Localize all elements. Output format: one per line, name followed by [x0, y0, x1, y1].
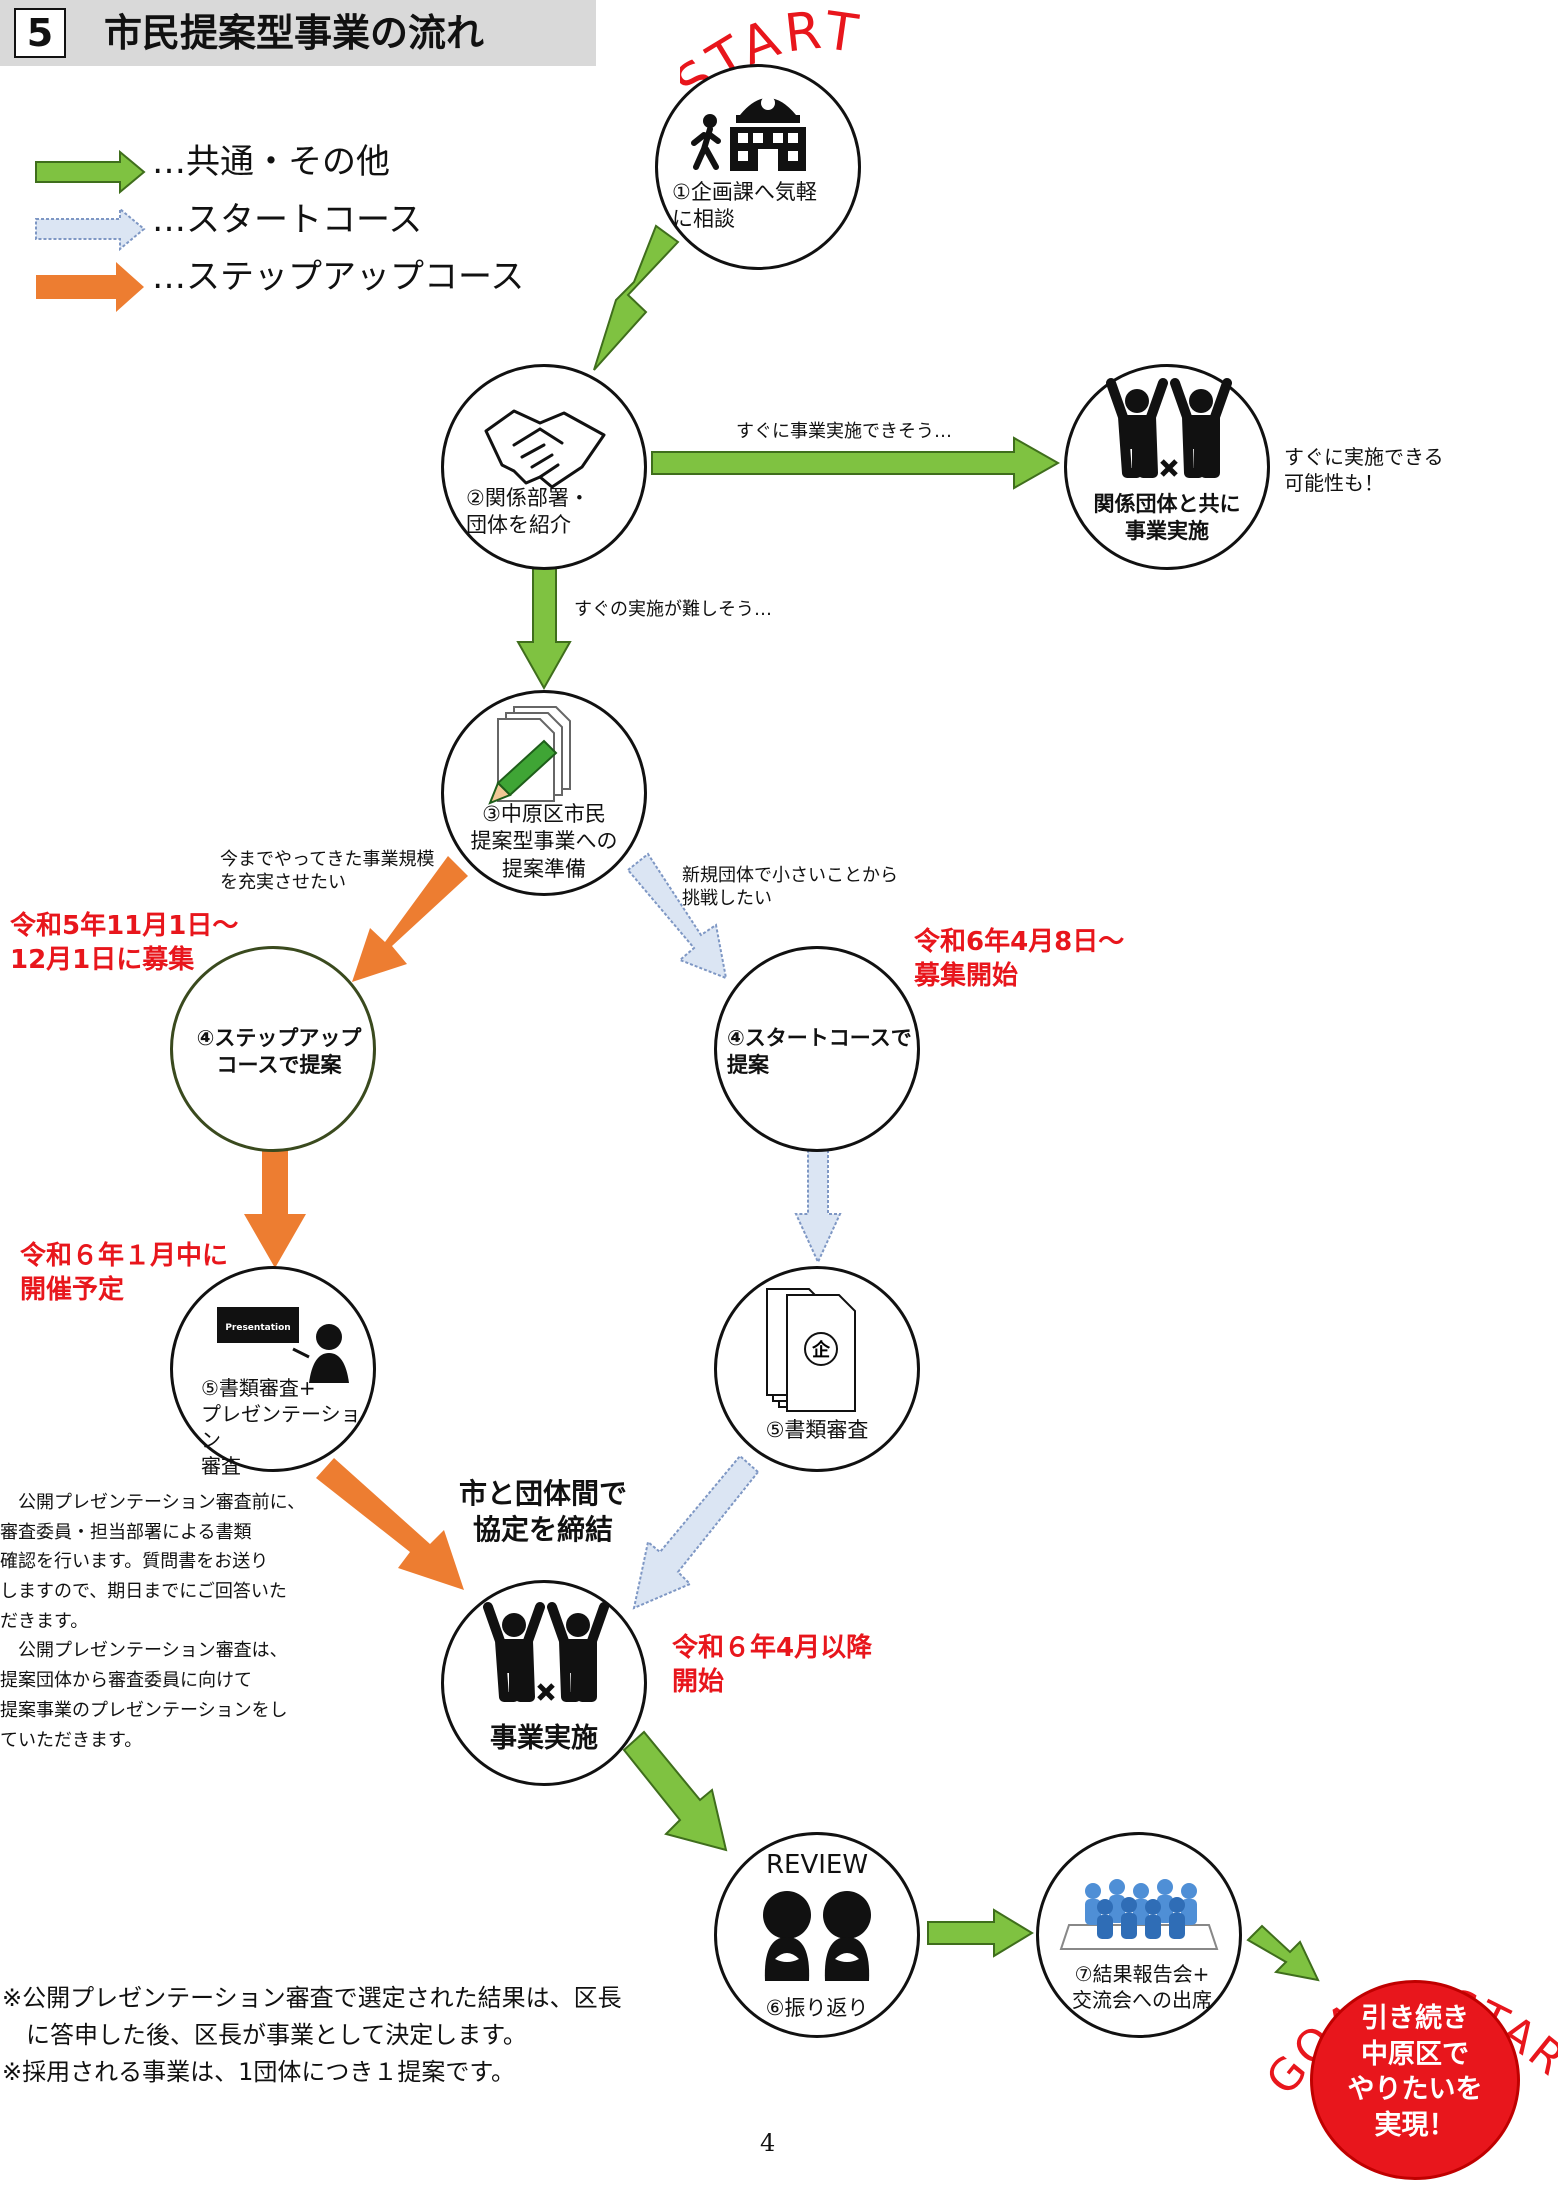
legend-arrows	[35, 149, 146, 312]
arrow-5b-to-impl	[632, 1454, 760, 1610]
document-pencil-icon	[488, 706, 571, 805]
legend-arrow-common	[35, 149, 146, 195]
arrow-2-to-3	[516, 565, 572, 691]
arrow-4b-to-5b	[794, 1149, 842, 1265]
arrow-1-to-2	[593, 224, 680, 371]
node-1-consult: ①企画課へ気軽 に相談	[655, 64, 861, 270]
edge-label-new: 新規団体で小さいことから 挑戦したい	[682, 865, 898, 910]
legend-arrow-stepup	[36, 262, 144, 312]
people-cheering-icon	[483, 1602, 609, 1702]
node-6-review: REVIEW ⑥振り返り	[714, 1832, 920, 2038]
edge-label-expand: 今までやってきた事業規模 を充実させたい	[220, 849, 435, 894]
footnote-1: ※公開プレゼンテーション審査で選定された結果は、区長	[2, 1984, 622, 2012]
arrow-3-to-4b	[626, 852, 728, 980]
node-4a-stepup: ④ステップアップ コースで提案	[170, 946, 376, 1152]
node-7-label: ⑦結果報告会+ 交流会への出席	[1072, 1962, 1212, 2012]
handshake-icon	[484, 409, 606, 489]
node-2b-joint-impl: 関係団体と共に 事業実施	[1064, 364, 1270, 570]
node-5b-review-docs: 企 ⑤書類審査	[714, 1266, 920, 1472]
node-4b-label: ④スタートコースで 提案	[727, 1026, 912, 1078]
node-5b-label: ⑤書類審査	[765, 1418, 869, 1442]
date-implementation: 令和６年4月以降 開始	[672, 1633, 873, 1697]
node-1-label: ①企画課へ気軽 に相談	[672, 180, 817, 232]
node-4b-start: ④スタートコースで 提案	[714, 946, 920, 1152]
soon-note: すぐに実施できる 可能性も！	[1284, 445, 1444, 495]
goal-text: 引き続き 中原区で やりたいを 実現！	[1347, 2003, 1483, 2141]
people-cheering-icon	[1106, 378, 1232, 478]
presentation-icon: Presentation	[217, 1307, 349, 1383]
arrow-3-to-4a	[352, 856, 468, 982]
node-7-report: ⑦結果報告会+ 交流会への出席	[1036, 1832, 1242, 2038]
date-stepup-recruit: 令和5年11月1日～ 12月1日に募集	[10, 911, 239, 975]
audience-icon	[1059, 1879, 1219, 1950]
section-number: 5	[14, 8, 66, 58]
edge-label-hard: すぐの実施が難しそう…	[574, 599, 772, 620]
arrow-4a-to-5a	[244, 1150, 306, 1268]
documents-icon: 企	[766, 1288, 856, 1412]
page-title: 市民提案型事業の流れ	[104, 11, 485, 55]
node-4a-label: ④ステップアップ コースで提案	[196, 1026, 362, 1078]
edge-label-soon: すぐに事業実施できそう…	[736, 421, 952, 442]
node-2b-label: 関係団体と共に 事業実施	[1093, 492, 1241, 544]
arrow-7-to-goal	[1246, 1924, 1320, 1982]
legend-label-start: …スタートコース	[152, 200, 423, 240]
footnote-2: に答申した後、区長が事業として決定します。	[2, 2021, 527, 2049]
presentation-sign: Presentation	[225, 1323, 290, 1333]
node-3-label: ③中原区市民 提案型事業への 提案準備	[470, 802, 618, 881]
arrow-impl-to-6	[622, 1730, 728, 1852]
node-2-label: ②関係部署・ 団体を紹介	[466, 486, 590, 538]
node-2-introduce: ②関係部署・ 団体を紹介	[441, 364, 647, 570]
node-implementation: 事業実施	[441, 1580, 647, 1786]
goal-circle: 引き続き 中原区で やりたいを 実現！	[1310, 1980, 1520, 2180]
reflection-people-icon	[763, 1891, 871, 1981]
node-3-prepare: ③中原区市民 提案型事業への 提案準備	[441, 690, 647, 896]
kikaku-mark: 企	[811, 1339, 831, 1361]
node-implementation-label: 事業実施	[490, 1723, 598, 1754]
office-building-icon	[691, 96, 806, 171]
page-number: 4	[760, 2129, 776, 2157]
section-header: 5 市民提案型事業の流れ	[0, 0, 596, 66]
node-6-label: ⑥振り返り	[765, 1996, 869, 2020]
node-5a-review-pres: Presentation ⑤書類審査+ プレゼンテーション 審査	[170, 1266, 376, 1478]
arrow-2-to-right	[651, 436, 1061, 490]
agreement-label: 市と団体間で 協定を締結	[458, 1477, 627, 1547]
node-5a-label: ⑤書類審査+ プレゼンテーション 審査	[201, 1376, 361, 1478]
legend-label-stepup: …ステップアップコース	[152, 257, 525, 297]
arrow-6-to-7	[927, 1908, 1034, 1958]
presentation-side-note: 公開プレゼンテーション審査前に、 審査委員・担当部署による書類 確認を行います。…	[0, 1492, 306, 1751]
arrow-5a-to-impl	[316, 1458, 464, 1590]
legend-arrow-start	[35, 206, 146, 252]
footnote-3: ※採用される事業は、1団体につき１提案です。	[2, 2058, 515, 2086]
legend-label-common: …共通・その他	[152, 142, 390, 182]
date-presentation: 令和６年１月中に 開催予定	[20, 1241, 229, 1305]
review-title: REVIEW	[765, 1850, 869, 1880]
date-start-recruit: 令和6年4月8日～ 募集開始	[914, 927, 1125, 991]
